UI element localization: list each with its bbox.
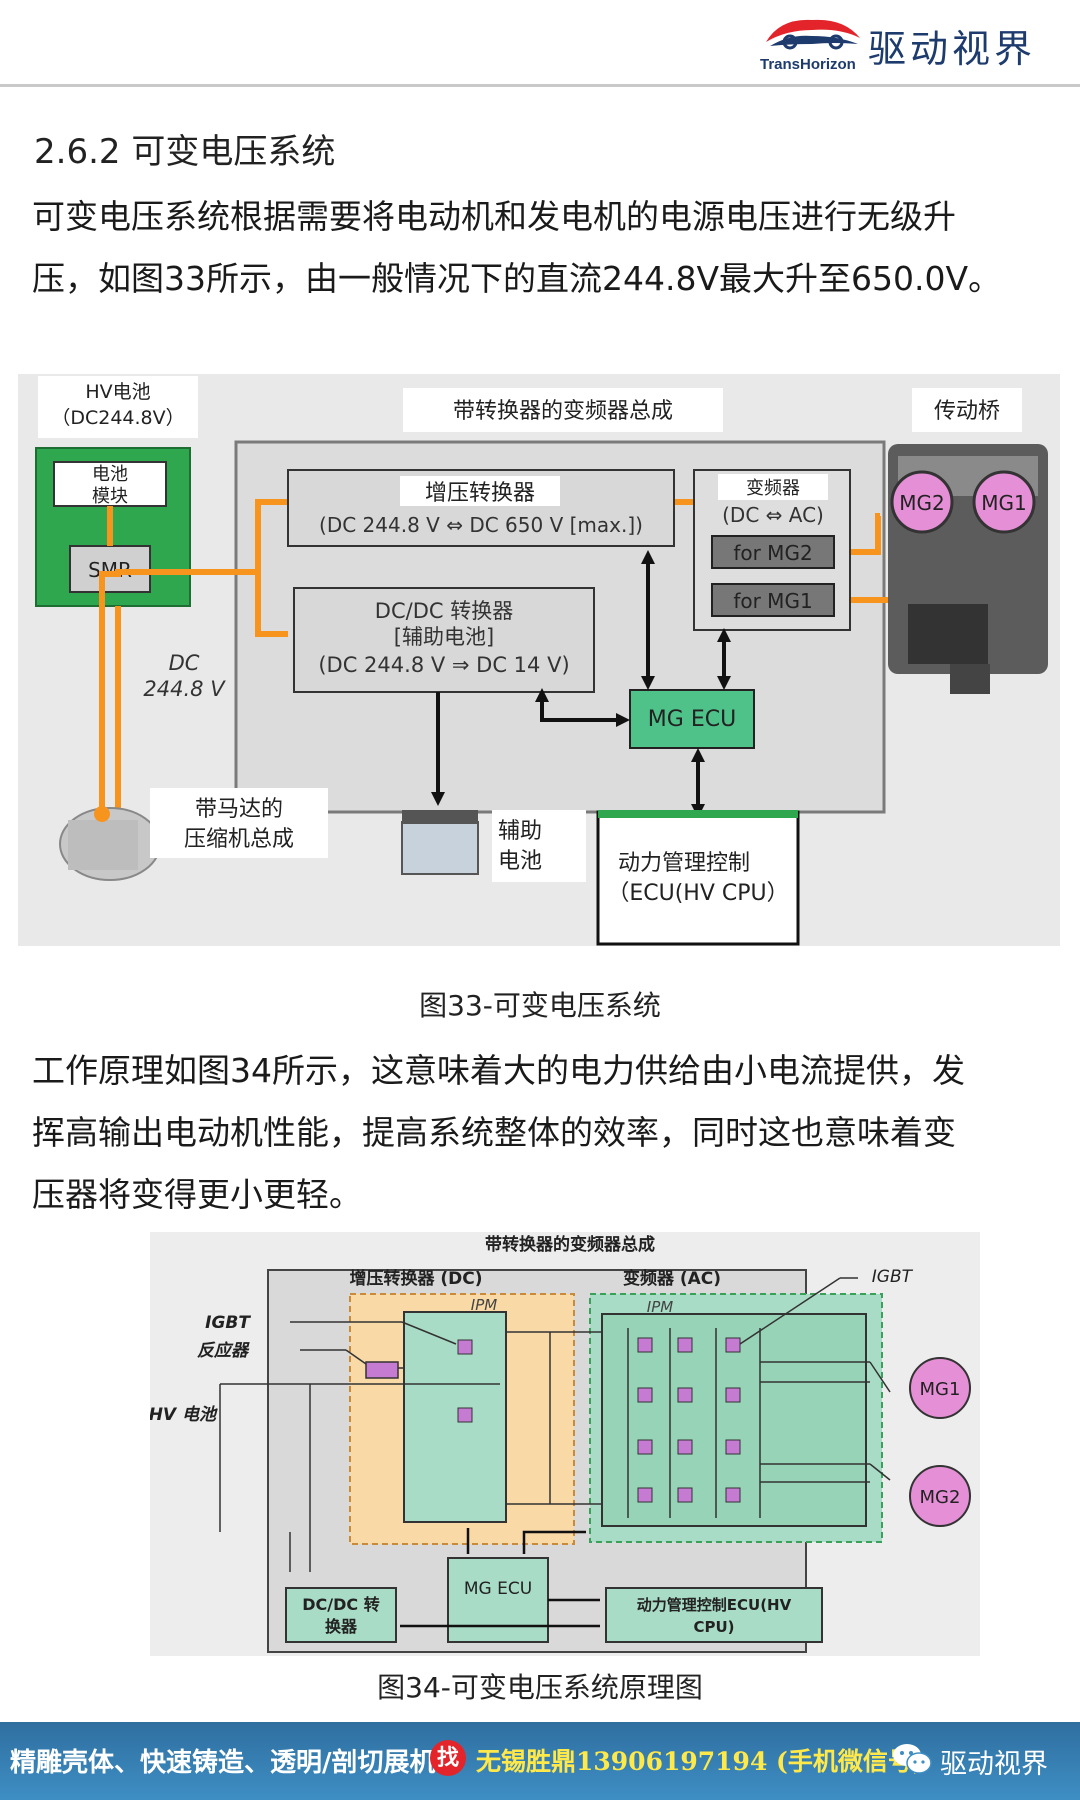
fig34-power-management-label-2: CPU) [693,1618,734,1636]
for-mg1-box [711,583,835,617]
for-mg1-label: for MG1 [733,589,812,613]
fig34-inverter-ac-label: 变频器 (AC) [623,1268,721,1289]
figure-33-diagram: HV电池 （DC244.8V） 带转换器的变频器总成 传动桥 电池 模块 SMR… [18,374,1060,946]
power-management-label-1: 动力管理控制 [618,851,750,876]
figure-34-diagram: 带转换器的变频器总成 增压转换器 (DC) 变频器 (AC) IPM IPM [150,1232,980,1656]
boost-converter-spec: (DC 244.8 V ⇔ DC 650 V [max.]) [319,513,643,537]
brand-logo: 驱动视界 TransHorizon [760,12,1050,73]
page-header: 驱动视界 TransHorizon [0,0,1080,87]
mg-ecu-label: MG ECU [648,707,736,732]
fig34-igbt-cells [457,1337,741,1503]
boost-converter-title-box [400,476,560,506]
inverter-title-box [718,474,828,500]
figure-33-caption: 图33-可变电压系统 [419,989,661,1022]
hv-battery-label-2: （DC244.8V） [51,407,184,429]
battery-module-label-2: 模块 [92,486,128,507]
mg1-label: MG1 [981,491,1026,515]
fig34-hv-battery-label: HV 电池 [150,1405,218,1425]
dcdc-label-2: [辅助电池] [394,625,494,649]
fig34-dcdc-label-1: DC/DC 转 [302,1595,379,1614]
paragraph-2-line-2: 挥高输出电动机性能，提高系统整体的效率，同时这也意味着变 [32,1113,956,1152]
aux-battery-illustration [401,810,479,875]
fig34-boost-dc-label: 增压转换器 (DC) [349,1268,482,1289]
aux-battery-label-box [492,810,586,882]
footer-phone-text: 无锡胜鼎13906197194 (手机微信号) [476,1747,925,1776]
figure-34-caption: 图34-可变电压系统原理图 [377,1671,703,1704]
fig34-mg2-circle [909,1465,971,1527]
paragraph-2-line-3: 压器将变得更小更轻。 [32,1175,362,1214]
fig34-power-management-label-1: 动力管理控制ECU(HV [637,1596,792,1614]
fig34-reactor-label: 反应器 [197,1341,250,1361]
fig34-mg-ecu-label: MG ECU [464,1579,532,1599]
mg2-label: MG2 [899,491,944,515]
footer-brand-name: 驱动视界 [940,1749,1048,1780]
section-title: 2.6.2 可变电压系统 [34,132,336,172]
compressor-label-box [150,788,328,858]
footer-banner: 精雕壳体、快速铸造、透明/剖切展机 找 无锡胜鼎13906197194 (手机微… [0,1722,1080,1800]
power-management-label-2: （ECU(HV CPU） [607,881,788,906]
wechat-icon [893,1744,932,1774]
fig34-dcdc-box [285,1587,397,1643]
compressor-label-1: 带马达的 [195,797,283,822]
fig34-ipm-right-label: IPM [647,1298,673,1316]
dcdc-converter-box [293,587,595,693]
hv-battery-label-box [38,376,198,438]
paragraph-1: 可变电压系统根据需要将电动机和发电机的电源电压进行无级升 压，如图33所示，由一… [32,186,1052,310]
dc-voltage-label-1: DC [169,651,200,675]
compressor-label-2: 压缩机总成 [184,827,294,852]
footer-find-badge: 找 [430,1740,466,1776]
power-management-ecu-box [596,810,800,946]
for-mg2-box [711,535,835,569]
fig34-mg-ecu-box [447,1557,549,1643]
transaxle-label: 传动桥 [934,399,1000,424]
arrow-heads [431,550,731,818]
fig34-mg2-label: MG2 [920,1487,961,1508]
boost-converter-label: 增压转换器 [425,481,535,506]
inverter-spec: (DC ⇔ AC) [722,503,824,527]
brand-name-en: TransHorizon [760,56,856,73]
paragraph-1-line-2: 压，如图33所示，由一般情况下的直流244.8V最大升至650.0V。 [32,259,1002,298]
fig34-mg1-label: MG1 [920,1379,961,1400]
compressor-illustration [59,806,161,881]
fig34-igbt-left-label: IGBT [205,1313,251,1333]
car-swoosh-logo [766,19,860,50]
dcdc-label-1: DC/DC 转换器 [375,599,513,623]
aux-battery-label-2: 电池 [498,849,542,874]
fig34-ipm-left [403,1311,507,1523]
fig34-ipm-left-label: IPM [471,1296,497,1314]
fig34-reactor-symbol [365,1361,399,1379]
inverter-assembly-label: 带转换器的变频器总成 [453,399,673,424]
mg2-circle [890,470,954,534]
dcdc-label-3: (DC 244.8 V ⇒ DC 14 V) [318,653,569,677]
fig34-igbt-right-label: IGBT [872,1267,914,1287]
for-mg2-label: for MG2 [733,541,812,565]
battery-module-label-1: 电池 [92,464,128,485]
fig34-mg1-circle [909,1357,971,1419]
transaxle-label-box [912,388,1022,432]
paragraph-2-line-1: 工作原理如图34所示，这意味着大的电力供给由小电流提供，发 [32,1051,965,1090]
inverter-label: 变频器 [746,478,800,499]
footer-ad-text: 精雕壳体、快速铸造、透明/剖切展机 [10,1748,436,1778]
fig34-title: 带转换器的变频器总成 [485,1234,655,1255]
mg1-circle [972,470,1036,534]
inverter-assembly-label-box [403,388,723,432]
fig34-signal-arrows [400,1528,600,1628]
paragraph-1-line-1: 可变电压系统根据需要将电动机和发电机的电源电压进行无级升 [32,197,956,236]
fig34-power-management-box [605,1587,823,1643]
brand-name-cn: 驱动视界 [868,27,1037,71]
hv-battery-label-1: HV电池 [85,381,150,403]
mg-ecu-box [629,689,755,749]
paragraph-2: 工作原理如图34所示，这意味着大的电力供给由小电流提供，发 挥高输出电动机性能，… [32,1040,1052,1226]
fig34-circuit-lines [219,1277,891,1572]
dc-voltage-label-2: 244.8 V [143,677,226,701]
fig34-dcdc-label-2: 换器 [325,1617,358,1636]
battery-module-box [53,461,167,507]
aux-battery-label-1: 辅助 [498,819,542,844]
